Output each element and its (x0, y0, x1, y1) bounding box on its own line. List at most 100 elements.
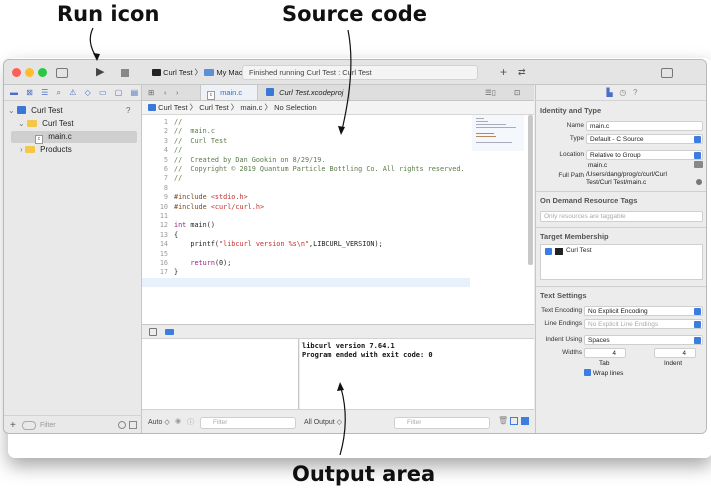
tree-item-project[interactable]: ⌄ Curl Test ? (8, 105, 138, 117)
info-icon[interactable]: ⓘ (187, 419, 194, 426)
close-window-button[interactable] (12, 68, 21, 77)
wrap-lines-toggle[interactable]: Wrap lines (584, 369, 623, 377)
code-line: // main.c (174, 127, 215, 136)
inspector-tabs[interactable]: ▙ ◷ ? (536, 85, 706, 101)
split-left-icon[interactable] (510, 417, 518, 425)
name-field[interactable]: main.c (586, 121, 703, 131)
project-name: Curl Test (31, 106, 63, 115)
navigator-tabs[interactable]: ▬ ⊠ ☰ ⌕ ⚠ ◇ ▭ ▢ ▤ (4, 85, 141, 101)
library-add-button[interactable]: + (500, 65, 508, 79)
filter-options-icon[interactable] (22, 421, 36, 430)
checkbox-checked-icon[interactable] (545, 248, 552, 255)
help-icon[interactable]: ? (633, 88, 638, 97)
line-number: 2 (163, 127, 168, 136)
inspector-toggle-icon[interactable] (661, 68, 673, 78)
debug-bar (142, 325, 534, 339)
file-inspector-icon[interactable]: ▙ (606, 88, 613, 97)
tree-item-group[interactable]: ⌄ Curl Test (18, 118, 74, 130)
variables-view[interactable] (142, 339, 299, 409)
line-number: 14 (159, 240, 168, 249)
folder-icon[interactable] (694, 161, 703, 168)
output-select[interactable]: All Output ◇ (304, 419, 343, 426)
indent-select[interactable]: Spaces (584, 335, 703, 345)
breakpoint-toggle-icon[interactable] (165, 329, 174, 335)
tab-main-c[interactable]: c main.c (200, 85, 258, 100)
endings-select[interactable]: No Explicit Line Endings (584, 319, 703, 329)
jump-bar[interactable]: Curl Test 〉 Curl Test 〉 main.c 〉 No Sele… (142, 101, 534, 115)
reveal-arrow-icon[interactable] (696, 179, 702, 185)
tab-label: Curl Test.xcodeproj (279, 88, 344, 97)
hide-debug-area-icon[interactable] (149, 328, 157, 336)
vertical-scrollbar[interactable] (528, 115, 533, 265)
history-icon[interactable]: ◷ (619, 88, 627, 97)
recent-files-icon[interactable] (118, 421, 126, 429)
navigator-filter-input[interactable]: Filter (40, 422, 56, 429)
code-review-icon[interactable]: ⇄ (518, 67, 526, 77)
chevron-down-icon: ⌄ (8, 106, 17, 115)
add-file-button[interactable]: + (10, 420, 16, 431)
console-filter-input[interactable]: Filter (394, 417, 490, 429)
file-inspector: ▙ ◷ ? Identity and Type Name main.c Type… (535, 85, 706, 433)
minimize-window-button[interactable] (25, 68, 34, 77)
sidebar-toggle-icon[interactable] (56, 68, 68, 78)
split-right-icon[interactable] (521, 417, 529, 425)
text-section-title: Text Settings (540, 291, 587, 300)
encoding-select[interactable]: No Explicit Encoding (584, 306, 703, 316)
checkbox-checked-icon (584, 369, 591, 376)
location-select[interactable]: Relative to Group (586, 150, 703, 160)
indent-width-stepper[interactable]: 4 (654, 348, 696, 358)
device-name: My Mac (216, 68, 243, 77)
scheme-selector[interactable]: Curl Test 〉 My Mac (152, 66, 243, 80)
encoding-value: No Explicit Encoding (588, 308, 648, 315)
zoom-window-button[interactable] (38, 68, 47, 77)
trash-icon[interactable]: 🗑 (498, 416, 509, 425)
folder-icon (24, 146, 35, 153)
run-icon[interactable]: ▶ (96, 66, 105, 78)
project-icon (148, 104, 156, 111)
back-button[interactable]: ‹ (164, 88, 167, 97)
tab-width-stepper[interactable]: 4 (584, 348, 626, 358)
auto-variables-select[interactable]: Auto ◇ (148, 419, 170, 426)
code-line: } (174, 268, 179, 277)
tab-xcodeproj[interactable]: Curl Test.xcodeproj (260, 85, 350, 100)
scm-filter-icon[interactable] (129, 421, 137, 429)
stop-icon[interactable] (121, 69, 129, 77)
location-file: main.c (588, 162, 608, 169)
code-line: int main() (174, 221, 215, 230)
eye-icon[interactable]: ◉ (175, 418, 182, 425)
line-number: 17 (159, 268, 168, 277)
tree-item-products[interactable]: › Products (20, 144, 72, 156)
related-items-icon[interactable]: ⊞ (148, 88, 155, 97)
minimap[interactable] (472, 115, 524, 151)
line-number: 6 (163, 165, 168, 173)
console-output[interactable]: libcurl version 7.64.1 Program ended wit… (300, 339, 534, 409)
xcode-window: ▶ Curl Test 〉 My Mac Finished running Cu… (3, 59, 707, 434)
forward-button[interactable]: › (176, 88, 179, 97)
fullpath-value-1: /Users/dang/prog/c/curl/Curl (586, 171, 667, 178)
line-number: 3 (163, 136, 168, 145)
type-select[interactable]: Default - C Source (586, 134, 703, 144)
code-line: // Copyright © 2019 Quantum Particle Bot… (174, 165, 465, 173)
adjust-editor-icon[interactable]: ☰▯ (485, 88, 496, 97)
target-list[interactable]: Curl Test (540, 244, 703, 280)
tags-input[interactable]: Only resources are taggable (540, 211, 703, 222)
debug-bottom-bar: Auto ◇ ◉ ⓘ Filter All Output ◇ Filter 🗑 (142, 409, 534, 433)
code-line: { (174, 230, 179, 239)
chevron-down-icon: ⌄ (18, 119, 27, 128)
line-number: 5 (163, 155, 168, 164)
callout-output-area: Output area (292, 462, 436, 486)
tree-item-file[interactable]: c main.c (11, 131, 137, 144)
project-navigator: ▬ ⊠ ☰ ⌕ ⚠ ◇ ▭ ▢ ▤ ⌄ Curl Test ? ⌄ Curl T… (4, 85, 142, 433)
wrap-lines-label: Wrap lines (592, 370, 624, 377)
c-file-icon: c (207, 91, 215, 100)
console-line: Program ended with exit code: 0 (302, 351, 433, 359)
callout-run-icon: Run icon (57, 2, 160, 26)
code-line: // Created by Dan Gookin on 8/29/19. (174, 155, 326, 164)
activity-status: Finished running Curl Test : Curl Test (242, 65, 478, 80)
variables-filter-input[interactable]: Filter (200, 417, 296, 429)
add-editor-icon[interactable]: ⊡ (514, 88, 521, 97)
project-icon (16, 106, 26, 114)
location-label: Location (559, 151, 584, 158)
chevron-down-icon (694, 308, 701, 315)
